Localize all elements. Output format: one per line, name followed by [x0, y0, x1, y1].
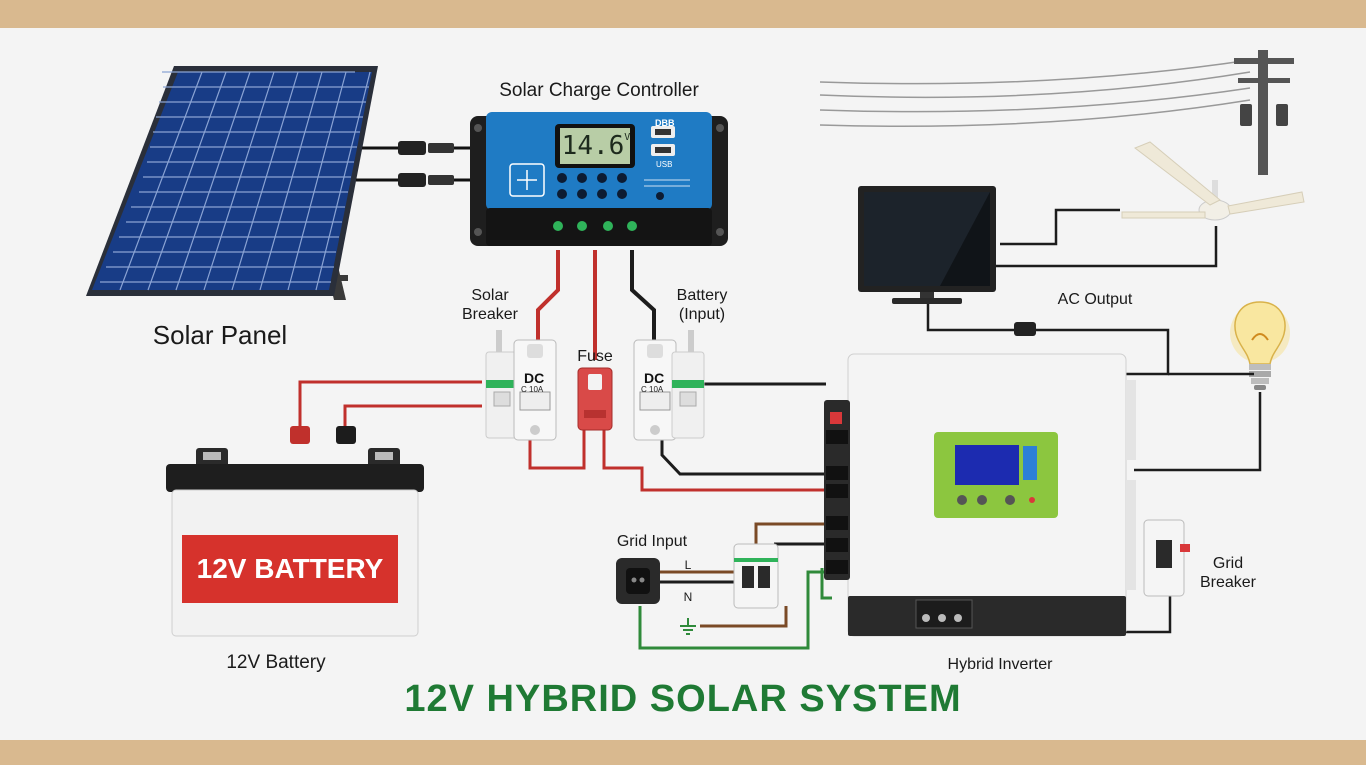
- tv-icon: [858, 186, 996, 304]
- grid-input-breaker-icon: [733, 543, 779, 609]
- solar-breaker-dc-text: DC: [524, 370, 545, 386]
- wiring: [298, 208, 1262, 650]
- battery-banner: 12V BATTERY: [182, 535, 398, 603]
- grid-input-label: Grid Input: [616, 533, 688, 550]
- battery-breaker-dc-text: DC: [644, 370, 665, 386]
- grid-line-terminal: L: [684, 558, 692, 572]
- ac-output-label: AC Output: [1057, 291, 1133, 308]
- controller-voltage-value: 14.6: [561, 131, 625, 161]
- battery-label: 12V Battery: [226, 652, 326, 673]
- charge-controller-label: Solar Charge Controller: [499, 80, 699, 101]
- solar-panel-label: Solar Panel: [152, 320, 288, 350]
- grid-breaker-label: Grid Breaker: [1199, 555, 1257, 592]
- solar-breaker-label: Solar Breaker: [461, 287, 519, 324]
- controller-voltage-unit: V: [624, 132, 631, 143]
- solar-breaker-rating: C 10A: [521, 385, 544, 394]
- hybrid-inverter-icon: [824, 353, 1136, 637]
- fuse-label: Fuse: [577, 348, 613, 365]
- battery-breaker-rating: C 10A: [641, 385, 664, 394]
- solar-breaker-icon: [485, 330, 557, 441]
- mc4-connectors: [356, 141, 472, 187]
- diagram-title: 12V HYBRID SOLAR SYSTEM: [404, 678, 962, 720]
- solar-panel-icon: [86, 66, 378, 300]
- grid-breaker-icon: [1143, 519, 1190, 597]
- utility-pole-icon: [819, 50, 1294, 175]
- grid-neutral-terminal: N: [683, 590, 693, 604]
- hybrid-inverter-label: Hybrid Inverter: [947, 656, 1053, 673]
- ground-icon: [680, 618, 696, 635]
- usb-brand-label: DBB: [655, 118, 675, 128]
- light-bulb-icon: [1230, 301, 1290, 390]
- battery-breaker-icon: [633, 330, 705, 441]
- charge-controller-icon: [470, 112, 728, 246]
- fuse-icon: [577, 367, 613, 431]
- usb-sub-label: USB: [656, 160, 673, 169]
- ceiling-fan-icon: [1121, 141, 1305, 221]
- grid-input-socket-icon: [616, 558, 660, 604]
- battery-input-label: Battery (Input): [676, 287, 728, 324]
